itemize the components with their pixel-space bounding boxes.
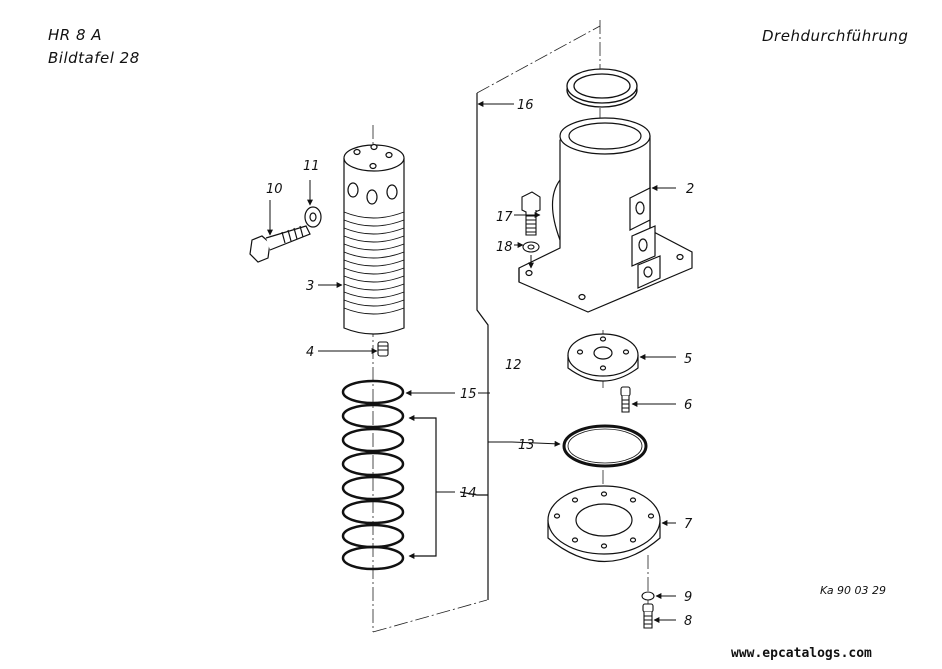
housing-part-2 bbox=[518, 117, 693, 313]
callout-8: 8 bbox=[684, 614, 692, 629]
flange-part-7 bbox=[547, 485, 661, 563]
callout-12: 12 bbox=[505, 358, 522, 373]
callout-17: 17 bbox=[496, 210, 513, 225]
callout-10: 10 bbox=[266, 182, 283, 197]
callout-4: 4 bbox=[306, 345, 314, 360]
callout-15: 15 bbox=[460, 387, 477, 402]
watermark-url: www.epcatalogs.com bbox=[731, 646, 872, 661]
ring-part-16 bbox=[566, 68, 638, 108]
washer-part-9 bbox=[641, 591, 655, 601]
diagram-title: Drehdurchführung bbox=[762, 27, 909, 45]
washer-part-11 bbox=[304, 206, 322, 228]
assembly-bracket bbox=[459, 93, 489, 600]
leader-lines bbox=[267, 101, 676, 623]
washer-part-18 bbox=[522, 241, 540, 253]
screw-part-8 bbox=[642, 603, 654, 629]
callout-14: 14 bbox=[460, 486, 477, 501]
callout-18: 18 bbox=[496, 240, 513, 255]
distributor-part-3 bbox=[343, 143, 405, 335]
callout-5: 5 bbox=[684, 352, 692, 367]
callout-2: 2 bbox=[686, 182, 694, 197]
screw-part-4 bbox=[377, 341, 389, 357]
callout-11: 11 bbox=[303, 159, 320, 174]
screw-part-6 bbox=[620, 386, 631, 413]
callout-labels: 16 2 17 18 10 11 3 4 12 15 13 14 5 6 7 9… bbox=[266, 98, 694, 629]
callout-16: 16 bbox=[517, 98, 534, 113]
seal-ring-stack-14-15 bbox=[341, 379, 405, 571]
plate-label: Bildtafel 28 bbox=[48, 49, 140, 67]
callout-6: 6 bbox=[684, 398, 692, 413]
bolt-part-10 bbox=[249, 225, 311, 263]
bracket-14 bbox=[410, 417, 437, 557]
callout-13: 13 bbox=[518, 438, 535, 453]
callout-3: 3 bbox=[306, 279, 314, 294]
disc-part-5 bbox=[567, 333, 639, 382]
bolt-part-17 bbox=[521, 191, 541, 236]
model-label: HR 8 A bbox=[48, 26, 103, 44]
drawing-code: Ka 90 03 29 bbox=[820, 584, 886, 597]
callout-9: 9 bbox=[684, 590, 692, 605]
o-ring-part-13 bbox=[562, 424, 648, 468]
callout-7: 7 bbox=[684, 517, 693, 532]
